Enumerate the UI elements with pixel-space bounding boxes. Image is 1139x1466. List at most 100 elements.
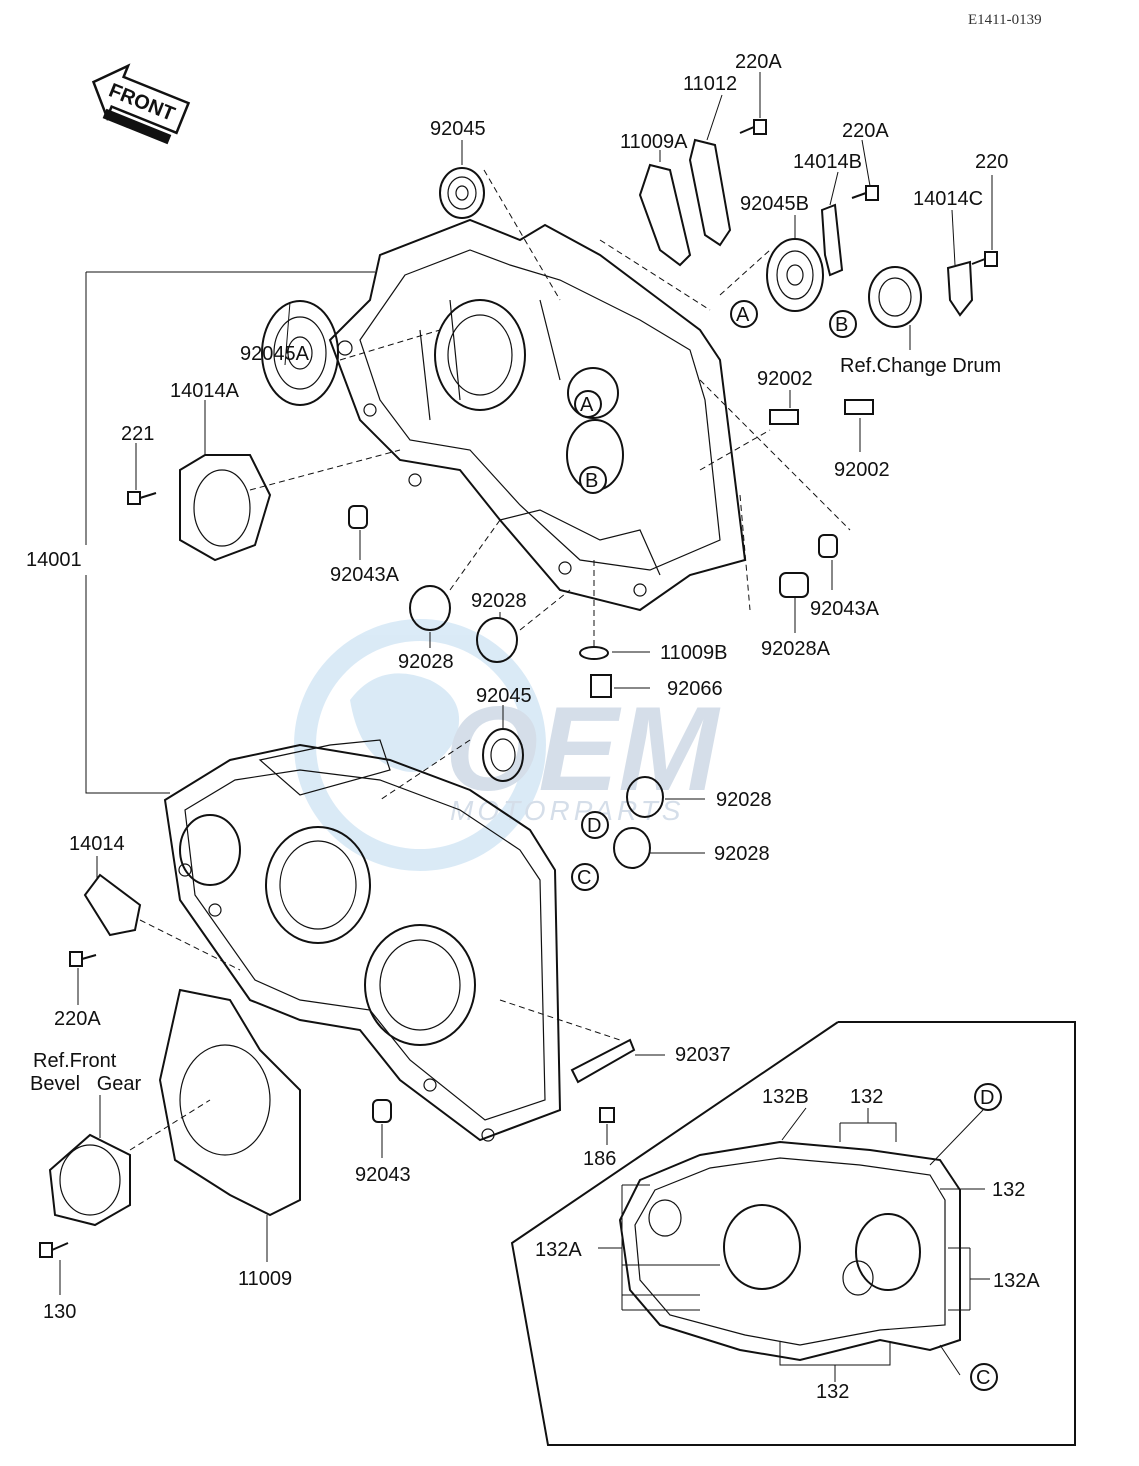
collar-92028-C [613,827,651,869]
collar-92028-top [476,617,518,663]
callout-A-case-text: A [580,394,594,416]
label-132B: 132B [762,1086,809,1108]
label-14014B: 14014B [793,151,862,173]
stud-92002-b [844,399,874,415]
bolt-221 [127,491,157,505]
label-92045-mid: 92045 [476,685,532,707]
watermark: OEM MOTORPARTS [294,619,721,871]
front-arrow-icon: FRONT [91,63,191,145]
label-220A-bottom: 220A [54,1008,101,1030]
watermark-brand: OEM [445,682,721,816]
label-14014C: 14014C [913,188,983,210]
label-92028-C: 92028 [714,843,770,865]
bearing-change-drum [868,266,922,328]
holder-14014B [820,203,844,277]
label-92028-left: 92028 [398,651,454,673]
bearing-92045B [766,238,824,312]
label-220A-top: 220A [735,51,782,73]
label-92045A: 92045A [240,343,310,365]
callout-B-text: B [835,314,848,336]
plate-14014 [83,873,142,937]
label-220A-right: 220A [842,120,889,142]
callout-D-inset-text: D [980,1087,994,1109]
label-132A-right: 132A [993,1270,1040,1292]
label-14014: 14014 [69,833,125,855]
label-92043A-left: 92043A [330,564,400,586]
label-132-right: 132 [992,1179,1025,1201]
callout-C-text: C [577,867,591,889]
dowel-92043 [372,1099,392,1123]
callout-B-case-text: B [585,470,598,492]
callout-C: C [571,863,599,891]
plate-11012 [688,138,732,247]
washer-11009B [579,646,609,660]
callout-A-case: A [574,390,602,418]
label-92037: 92037 [675,1044,731,1066]
label-132A-left: 132A [535,1239,582,1261]
bolt-220A-top [739,119,767,135]
bearing-92045A [261,300,339,406]
upper-crankcase [328,218,747,612]
plate-14014A [179,454,272,562]
label-ref-change-drum: Ref.Change Drum [840,355,1001,377]
collar-92028-D [626,776,664,818]
label-92043: 92043 [355,1164,411,1186]
label-186: 186 [583,1148,616,1170]
bolt-130 [39,1242,69,1258]
reference-code: E1411-0139 [968,12,1042,28]
callout-B-inline: B [829,310,857,338]
bolt-220 [971,251,998,267]
front-bevel-gear [48,1133,131,1227]
label-14014A: 14014A [170,380,240,402]
inset-view [510,1021,1076,1446]
label-92066: 92066 [667,678,723,700]
label-132-top: 132 [850,1086,883,1108]
part-labels: 92045 11009A 11012 220A 220A 14014B 220 … [26,51,1040,1403]
lower-crankcase [163,739,562,1142]
gasket-11009A [638,163,692,267]
callout-D-text: D [587,815,601,837]
bolt-220A-bottom [69,951,97,967]
dowel-92043A-left [348,505,368,529]
bolt-220A-right [851,185,879,201]
callout-C-inset: C [970,1363,998,1391]
leader-lines [59,72,993,1295]
label-11012: 11012 [683,73,737,95]
collar-92028A [779,572,809,598]
label-92043A-right: 92043A [810,598,880,620]
label-132-bottom: 132 [816,1381,849,1403]
bearing-92045-top [439,167,485,219]
callout-C-inset-text: C [976,1367,990,1389]
callout-D: D [581,811,609,839]
callout-A-inline: A [730,300,758,328]
label-92028-top: 92028 [471,590,527,612]
label-220: 220 [975,151,1008,173]
collar-92028-left [409,585,451,631]
label-14001: 14001 [26,549,82,571]
inset-crankcase [618,1140,961,1362]
callout-A-text: A [736,304,750,326]
label-221: 221 [121,423,154,445]
watermark-sub: MOTORPARTS [450,795,684,826]
label-11009: 11009 [238,1268,292,1290]
label-92002-b: 92002 [834,459,890,481]
plate-92037 [570,1038,636,1084]
bearing-92045-mid [482,728,524,782]
label-130: 130 [43,1301,76,1323]
label-11009B: 11009B [660,642,727,664]
label-92028A: 92028A [761,638,831,660]
callout-B-case: B [579,466,607,494]
bolt-186 [599,1107,615,1123]
label-ref-front-bevel-1: Ref.Front [33,1050,117,1072]
holder-14014C [946,260,974,317]
callout-D-inset: D [974,1083,1002,1111]
label-92028-D: 92028 [716,789,772,811]
label-92002-a: 92002 [757,368,813,390]
dowel-92043A-right [818,534,838,558]
plug-92066 [590,674,612,698]
stud-92002-a [769,409,799,425]
label-92045-top: 92045 [430,118,486,140]
gasket-11009 [158,988,301,1217]
label-11009A: 11009A [620,131,688,153]
